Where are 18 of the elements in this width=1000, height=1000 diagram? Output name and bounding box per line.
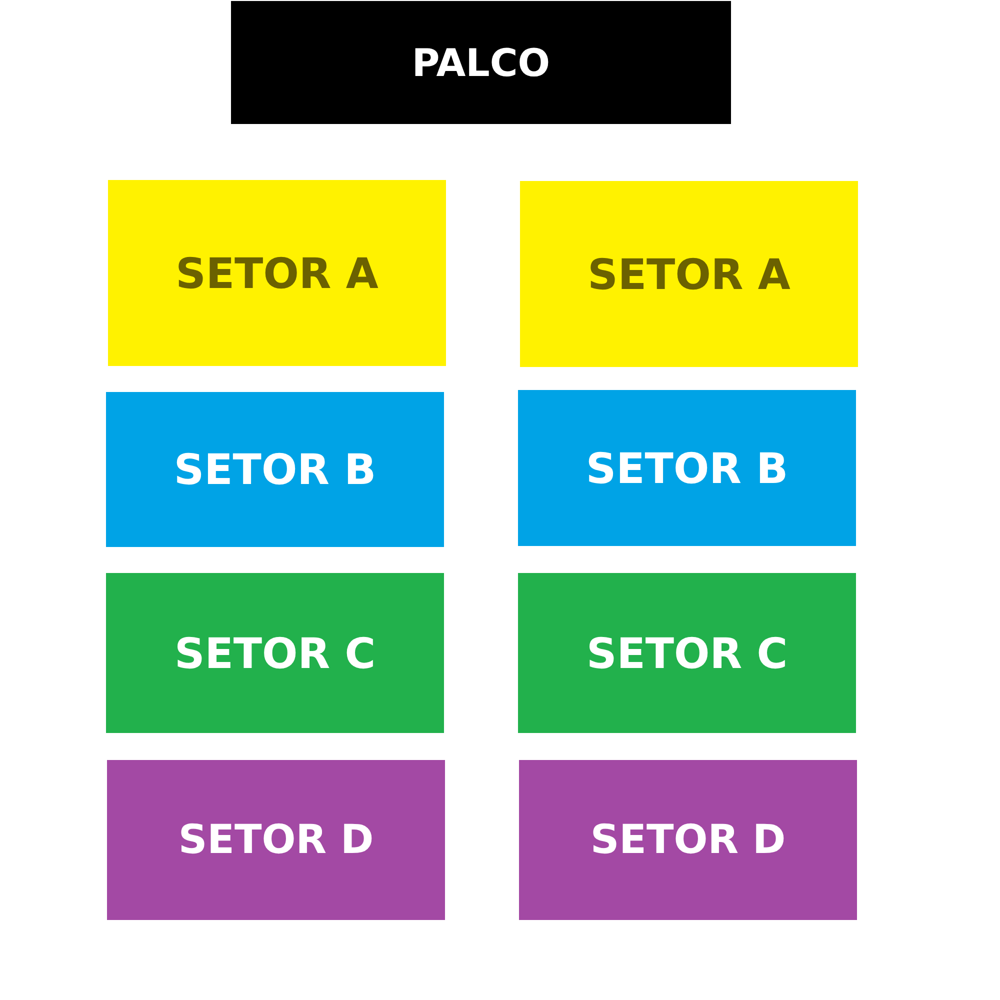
section-box [107, 760, 445, 920]
section-label: SETOR C [174, 628, 376, 678]
section-box [519, 760, 857, 920]
section-box [520, 181, 858, 367]
section-label: SETOR D [178, 817, 374, 863]
stage-box [231, 1, 731, 124]
section-label: SETOR C [586, 628, 788, 678]
section-label: SETOR A [588, 250, 790, 298]
section-box [108, 180, 446, 366]
section-box [518, 390, 856, 546]
section-box [106, 392, 444, 547]
stage-label: PALCO [412, 40, 550, 84]
section-label: SETOR D [590, 817, 786, 863]
section-box [106, 573, 444, 733]
section-label: SETOR B [174, 445, 376, 494]
section-label: SETOR B [586, 444, 788, 492]
section-box [518, 573, 856, 733]
section-label: SETOR A [176, 248, 378, 298]
